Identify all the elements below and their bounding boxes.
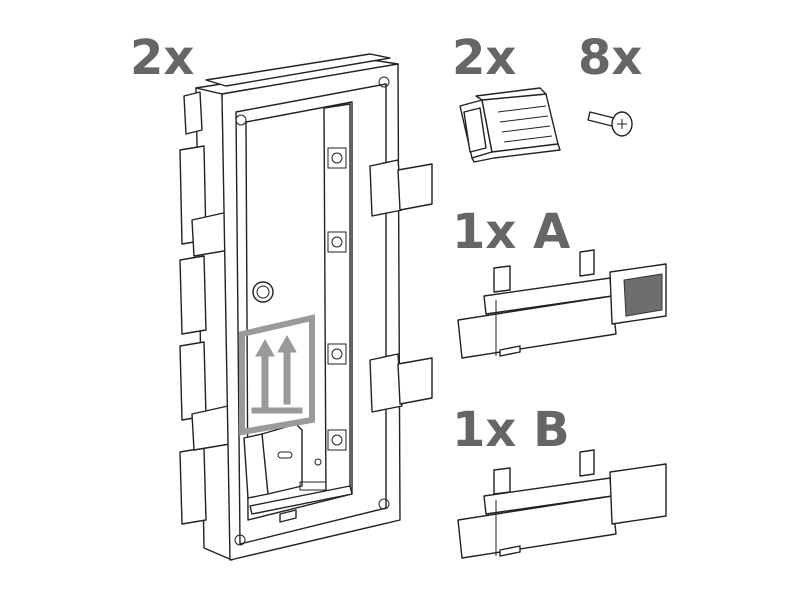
box-quantity-label: 2x [130, 30, 195, 86]
rail-a-label: 1x A [452, 204, 571, 260]
rail-a-icon [457, 249, 667, 359]
rail-b-icon [457, 449, 667, 559]
mounting-box-icon [179, 53, 433, 561]
screw-quantity-label: 8x [578, 30, 643, 86]
clip-icon [459, 87, 561, 163]
rail-b-label: 1x B [452, 402, 570, 458]
screw-icon [587, 111, 633, 137]
clip-quantity-label: 2x [452, 30, 517, 86]
up-arrows-icon [239, 314, 315, 436]
